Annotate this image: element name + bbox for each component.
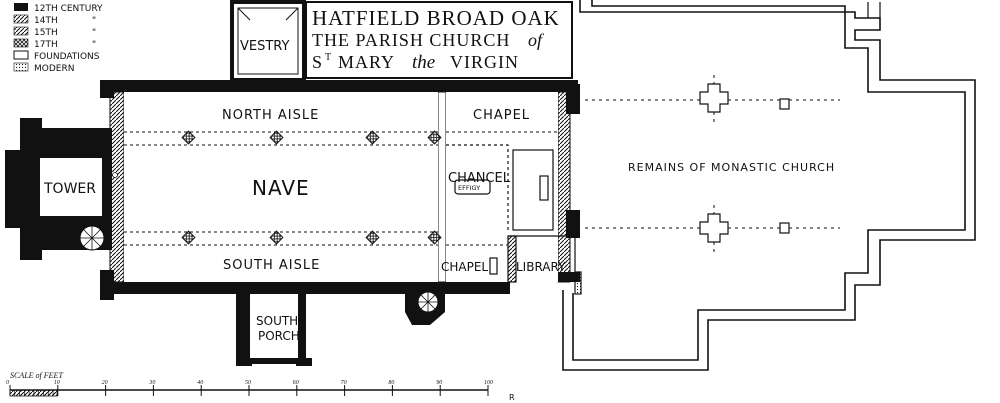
monastic-church-outline [562, 0, 976, 371]
tower [5, 118, 118, 260]
label-north-aisle: NORTH AISLE [222, 108, 319, 123]
legend-label-14th: 14TH [34, 16, 58, 26]
label-south-porch-1: SOUTH [256, 314, 298, 328]
scale-end-mark: R [509, 393, 515, 402]
scale-tick-label: 90 [436, 380, 442, 386]
label-chapel-north: CHAPEL [473, 108, 530, 123]
arcade-piers [181, 130, 442, 245]
label-effigy: EFFIGY [458, 184, 480, 192]
title-line-3-the: the [412, 52, 435, 73]
scale-tick-label: 0 [6, 380, 9, 386]
legend-label-foundations: FOUNDATIONS [34, 52, 100, 62]
legend-label-15th: 15TH [34, 28, 58, 38]
room-labels: VESTRY NORTH AISLE CHAPEL TOWER NAVE CHA… [43, 39, 835, 343]
title-line-3-mary: MARY [338, 52, 395, 72]
scale-tick-label: 30 [148, 380, 155, 386]
legend-ditto-17th: " [92, 40, 96, 50]
pier-south-1 [699, 213, 729, 243]
pier-north-1 [699, 83, 729, 113]
effigy-box [454, 179, 491, 195]
stair-turret [405, 291, 445, 325]
pier-south-2 [779, 222, 790, 234]
label-chancel: CHANCEL [448, 171, 511, 186]
legend-swatch-14th [13, 14, 29, 24]
label-library: LIBRARY [516, 260, 566, 274]
scale-tick-label: 40 [197, 379, 203, 386]
title-line-1: HATFIELD BROAD OAK [312, 6, 560, 30]
legend-swatch-foundations [13, 50, 29, 60]
monastic-dashed-lines [585, 75, 840, 255]
title-line-3-virgin: VIRGIN [450, 52, 519, 72]
legend-swatch-17th [13, 38, 29, 48]
scale-ticks: 0 10 20 30 40 50 60 70 80 90 100 [6, 379, 493, 396]
label-nave: NAVE [252, 176, 310, 200]
title-line-3-st: S [312, 52, 323, 72]
scale-tick-label: 100 [484, 380, 493, 386]
legend: 12TH CENTURY 14TH 15TH 17TH FOUNDATIONS … [13, 3, 103, 74]
legend-label-17th: 17TH [34, 40, 58, 50]
title-line-2-of: of [528, 30, 545, 50]
title-block: HATFIELD BROAD OAK THE PARISH CHURCH of … [305, 1, 573, 79]
legend-label-modern: MODERN [34, 64, 74, 74]
legend-swatch-15th [13, 26, 29, 36]
label-vestry: VESTRY [240, 39, 290, 54]
scale-tick-label: 20 [102, 380, 108, 386]
legend-ditto-14th: " [92, 16, 96, 26]
scale-caption: SCALE of FEET [10, 371, 63, 380]
legend-label-12th: 12TH CENTURY [34, 4, 103, 14]
label-south-aisle: SOUTH AISLE [223, 258, 320, 273]
label-south-porch-2: PORCH [258, 329, 300, 343]
scale-tick-label: 80 [388, 380, 394, 386]
scale-tick-label: 50 [245, 380, 251, 386]
chancel-details [446, 144, 582, 295]
title-line-3-st-sup: T [325, 52, 332, 63]
scale-tick-label: 70 [341, 380, 347, 386]
title-line-2: THE PARISH CHURCH [312, 30, 510, 50]
scale-tick-label: 10 [54, 380, 60, 386]
scale-tick-label: 60 [293, 380, 299, 386]
pier-north-2 [779, 98, 790, 110]
legend-swatch-modern [13, 62, 29, 72]
arcade-lines [124, 131, 558, 246]
label-remains: REMAINS OF MONASTIC CHURCH [628, 161, 835, 174]
south-porch [236, 294, 312, 366]
title-frame [305, 1, 573, 79]
legend-swatch-12th [14, 3, 28, 11]
label-chapel-south: CHAPEL [441, 260, 488, 274]
legend-ditto-15th: " [92, 28, 96, 38]
label-tower: TOWER [43, 181, 96, 197]
scale-bar: SCALE of FEET 0 10 20 30 40 50 60 70 80 90 100 R [6, 371, 515, 402]
